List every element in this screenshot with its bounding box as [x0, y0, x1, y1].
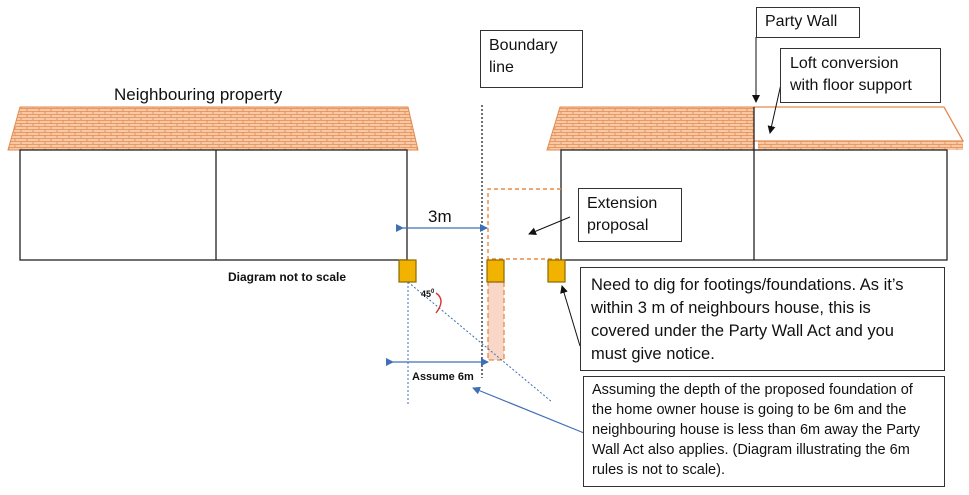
extension-footing: [486, 259, 505, 283]
footing-pointer: [560, 285, 581, 347]
neighbour-footing: [398, 259, 417, 283]
angle-45-label: 450: [421, 289, 434, 299]
assume-6m-label: Assume 6m: [412, 371, 474, 383]
six-meter-note: Assuming the depth of the proposed found…: [583, 376, 945, 487]
diagram-not-to-scale-label: Diagram not to scale: [228, 270, 347, 284]
owner-footing: [547, 259, 566, 283]
three-meter-note: Need to dig for footings/foundations. As…: [580, 267, 945, 371]
six-m-note-pointer: [472, 386, 585, 434]
loft-conversion-label: Loft conversion with floor support: [780, 48, 941, 103]
neighbour-roof: [7, 106, 419, 151]
owner-roof: [546, 106, 755, 151]
extension-outline: [487, 188, 561, 260]
neighbouring-property-label: Neighbouring property: [114, 85, 283, 104]
foundation-trench: [487, 281, 505, 361]
degree-sign: 0: [431, 289, 435, 295]
loft-pointer: [767, 83, 782, 134]
extension-proposal-label: Extension proposal: [578, 188, 682, 242]
angle-45-line: [407, 281, 553, 403]
angle-arc: [435, 292, 442, 314]
loft-conversion-outline: [754, 106, 965, 142]
angle-45-value: 45: [421, 289, 432, 299]
extension-pointer: [528, 216, 571, 236]
boundary-line-label: Boundary line: [480, 30, 583, 88]
loft-floor-support: [758, 141, 963, 150]
neighbour-house: [19, 149, 408, 261]
distance-3m-label: 3m: [428, 207, 452, 226]
party-wall-label: Party Wall: [756, 7, 860, 38]
